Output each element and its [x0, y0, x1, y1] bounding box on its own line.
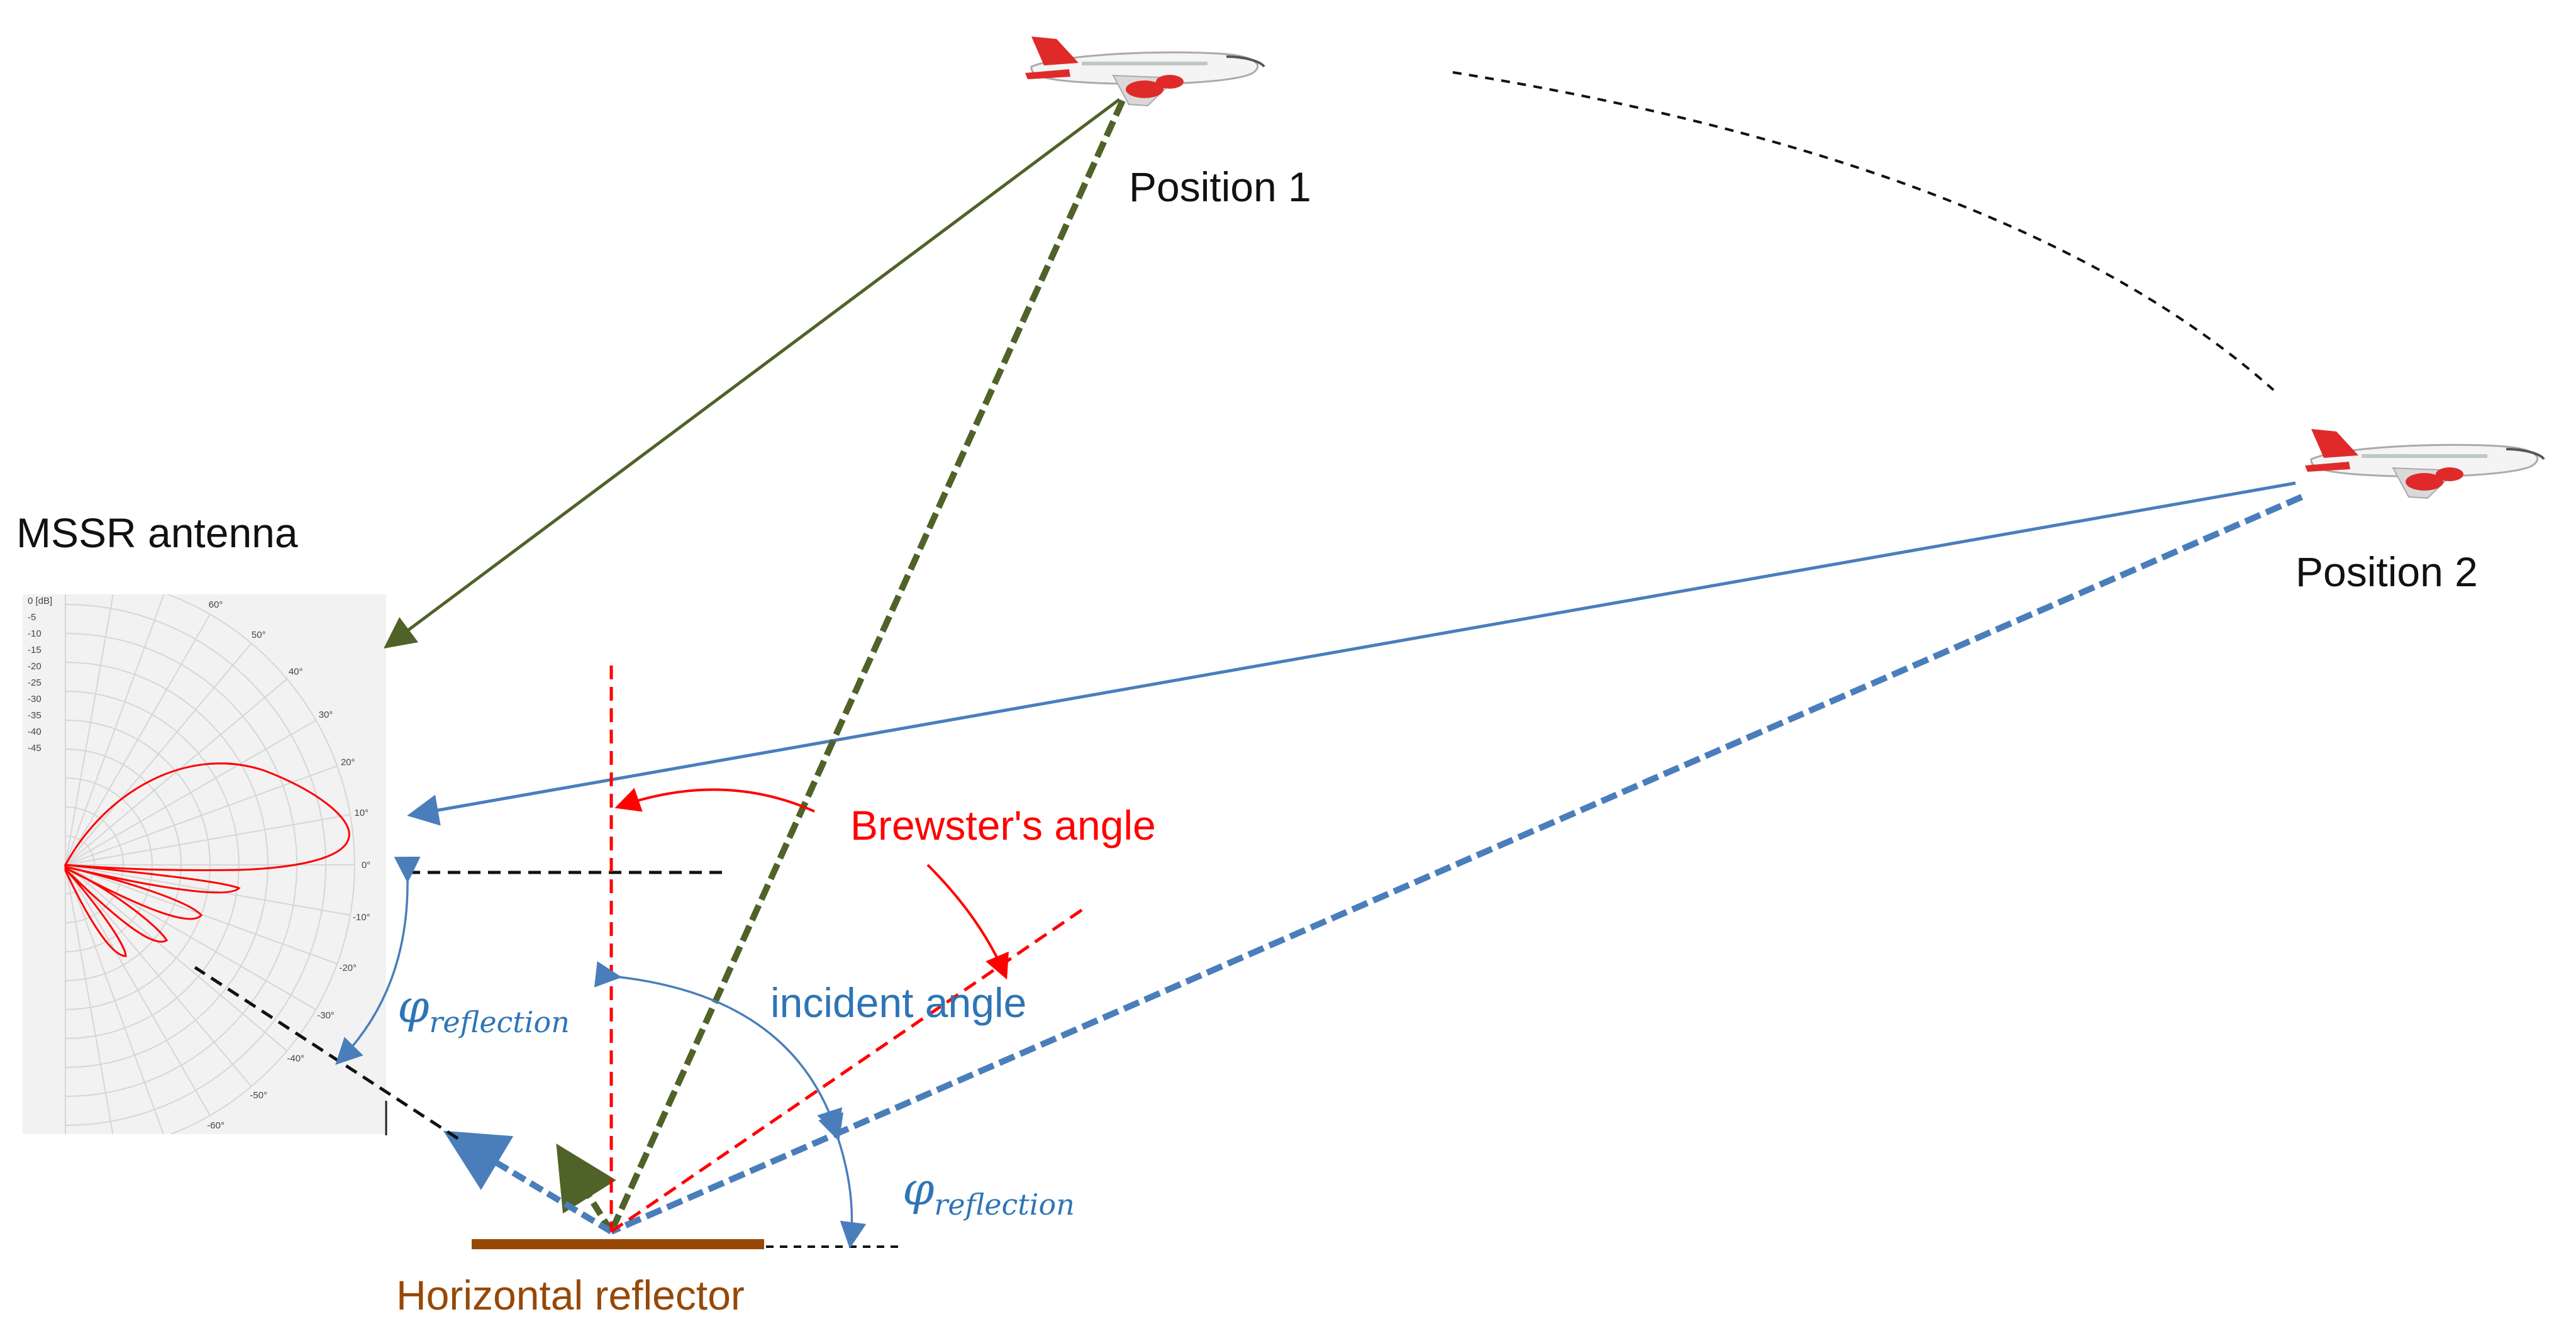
direct-path-position-1 — [383, 97, 1121, 649]
db-tick-label: -30 — [28, 694, 42, 704]
incident-angle-label: incident angle — [770, 979, 1026, 1026]
aircraft-position-2 — [2305, 429, 2545, 499]
reflection-subscript-2: reflection — [934, 1188, 1074, 1222]
horizontal-reflector — [472, 1239, 764, 1249]
reflection-angle-arc-reflector — [818, 1112, 867, 1249]
polar-db-tick-labels: 0 [dB] -5 -10 -15 -20 -25 -30 -35 -40 -45 — [28, 596, 52, 754]
phi-reflection-label-antenna: φreflection — [397, 980, 570, 1039]
angle-tick-label: 10° — [354, 808, 369, 818]
angle-tick-label: 40° — [289, 667, 303, 677]
brewster-pointer — [926, 864, 1009, 980]
phi-reflection-label-reflector: φreflection — [902, 1162, 1075, 1222]
reflected-ray-blue — [443, 1130, 613, 1235]
db-tick-label: 0 [dB] — [28, 596, 52, 606]
reflector-label: Horizontal reflector — [396, 1272, 745, 1318]
angle-tick-label: -30° — [317, 1010, 335, 1021]
angle-tick-label: 30° — [319, 710, 333, 720]
direct-path-position-2 — [407, 481, 2296, 826]
db-tick-label: -20 — [28, 661, 42, 672]
db-tick-label: -35 — [28, 710, 42, 721]
angle-tick-label: -60° — [207, 1120, 225, 1131]
reflection-subscript: reflection — [429, 1005, 569, 1039]
db-tick-label: -5 — [28, 612, 36, 623]
antenna-radiation-pattern — [64, 762, 350, 957]
brewster-arc — [614, 788, 815, 813]
reflected-ray-olive — [556, 1144, 616, 1233]
reflected-path-position-1 — [608, 99, 1126, 1233]
angle-tick-label: -10° — [353, 912, 370, 923]
position-1-label: Position 1 — [1129, 164, 1311, 210]
angle-tick-label: 60° — [209, 599, 223, 610]
angle-tick-label: -50° — [250, 1090, 267, 1101]
brewster-angle-label: Brewster's angle — [850, 802, 1156, 849]
phi-symbol-2: φ — [902, 1162, 935, 1215]
angle-tick-label: -20° — [339, 962, 357, 973]
db-tick-label: -45 — [28, 743, 42, 754]
db-tick-label: -25 — [28, 677, 42, 688]
flight-path-arc — [1452, 71, 2275, 391]
reflection-angle-arc-antenna — [335, 856, 421, 1065]
db-tick-label: -15 — [28, 645, 42, 655]
reflected-path-position-2 — [610, 494, 2303, 1235]
position-2-label: Position 2 — [2296, 548, 2478, 595]
phi-symbol: φ — [397, 980, 430, 1033]
db-tick-label: -40 — [28, 726, 42, 737]
angle-tick-label: 0° — [362, 860, 370, 871]
angle-tick-label: 20° — [341, 757, 355, 768]
db-tick-label: -10 — [28, 628, 42, 639]
angle-tick-label: -40° — [287, 1053, 304, 1064]
incident-angle-arc — [594, 961, 843, 1137]
reflected-extension-black — [194, 966, 459, 1140]
antenna-label: MSSR antenna — [16, 509, 298, 556]
aircraft-position-1 — [1025, 36, 1265, 107]
antenna-polar-plot: 0 [dB] -5 -10 -15 -20 -25 -30 -35 -40 -45 60° 50° 4… — [23, 594, 387, 1135]
angle-tick-label: 50° — [252, 630, 266, 640]
